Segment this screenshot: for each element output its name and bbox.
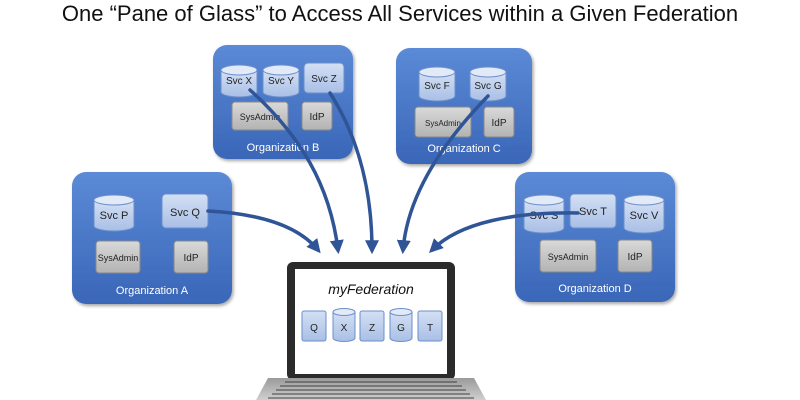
service-label: Svc V: [630, 210, 659, 222]
federation-service-label: Z: [369, 323, 375, 334]
arrow-svc-z: [328, 91, 379, 255]
idp-label: IdP: [183, 253, 198, 264]
idp-box: IdP: [483, 106, 515, 138]
service-label: Svc G: [474, 81, 501, 92]
organization-label: Organization A: [116, 285, 189, 297]
service-label: Svc X: [226, 76, 252, 87]
organization-label: Organization D: [558, 283, 631, 295]
federation-service-box: Z: [359, 310, 385, 342]
sysadmin-box: SysAdmin: [539, 239, 597, 273]
federation-service-label: T: [427, 323, 433, 334]
service-cylinder: Svc F: [418, 66, 456, 102]
service-box: Svc Z: [303, 62, 345, 94]
service-label: Svc F: [424, 81, 450, 92]
service-label: Svc P: [100, 210, 129, 222]
sysadmin-box: SysAdmin: [95, 240, 141, 274]
federation-name: myFederation: [328, 281, 414, 297]
service-label: Svc Y: [268, 76, 294, 87]
federation-service-box: T: [417, 310, 443, 342]
diagram-title: One “Pane of Glass” to Access All Servic…: [61, 1, 739, 26]
idp-label: IdP: [309, 112, 324, 123]
service-label: Svc Q: [170, 207, 200, 219]
arrow-svc-t: [429, 211, 580, 253]
connection-arrows: [206, 88, 580, 255]
laptop-keys: [268, 381, 474, 399]
organization-d: Svc S Svc T Svc V SysAdmin IdP Organizat…: [515, 172, 675, 302]
service-cylinder: Svc S: [523, 194, 565, 234]
organization-b: Svc X Svc Y Svc Z SysAdmin IdP Organizat…: [213, 45, 353, 159]
sysadmin-label: SysAdmin: [240, 112, 281, 122]
idp-box: IdP: [301, 101, 333, 131]
service-cylinder: Svc Y: [262, 64, 300, 98]
service-cylinder: Svc P: [93, 194, 135, 232]
service-cylinder: Svc G: [469, 66, 507, 102]
laptop-keyboard-base: [256, 378, 486, 400]
service-cylinder: Svc X: [220, 64, 258, 98]
federation-service-box: Q: [301, 310, 327, 342]
federation-service-cylinder: X: [332, 308, 356, 342]
idp-label: IdP: [627, 252, 642, 263]
sysadmin-label: SysAdmin: [425, 119, 461, 128]
service-cylinder: Svc V: [623, 194, 665, 234]
idp-label: IdP: [491, 118, 506, 129]
idp-box: IdP: [617, 239, 653, 273]
organization-label: Organization C: [427, 143, 500, 155]
organization-label: Organization B: [247, 142, 320, 154]
federation-service-cylinder: G: [389, 308, 413, 342]
arrow-svc-q: [206, 209, 321, 254]
sysadmin-label: SysAdmin: [98, 253, 139, 263]
service-box: Svc T: [569, 193, 617, 229]
sysadmin-label: SysAdmin: [548, 252, 589, 262]
organization-a: Svc P Svc Q SysAdmin IdP Organization A: [72, 172, 232, 304]
service-label: Svc T: [579, 206, 607, 218]
arrow-svc-x: [248, 88, 344, 255]
federation-service-label: Q: [310, 323, 318, 334]
arrow-svc-g: [396, 94, 490, 255]
organization-c: Svc F Svc G SysAdmin IdP Organization C: [396, 48, 532, 164]
service-box: Svc Q: [161, 193, 209, 229]
federation-service-label: G: [397, 323, 405, 334]
laptop: myFederation Q X Z G T: [256, 262, 486, 400]
federation-service-label: X: [341, 323, 348, 334]
service-label: Svc Z: [311, 74, 337, 85]
sysadmin-box: SysAdmin: [231, 101, 289, 131]
idp-box: IdP: [173, 240, 209, 274]
